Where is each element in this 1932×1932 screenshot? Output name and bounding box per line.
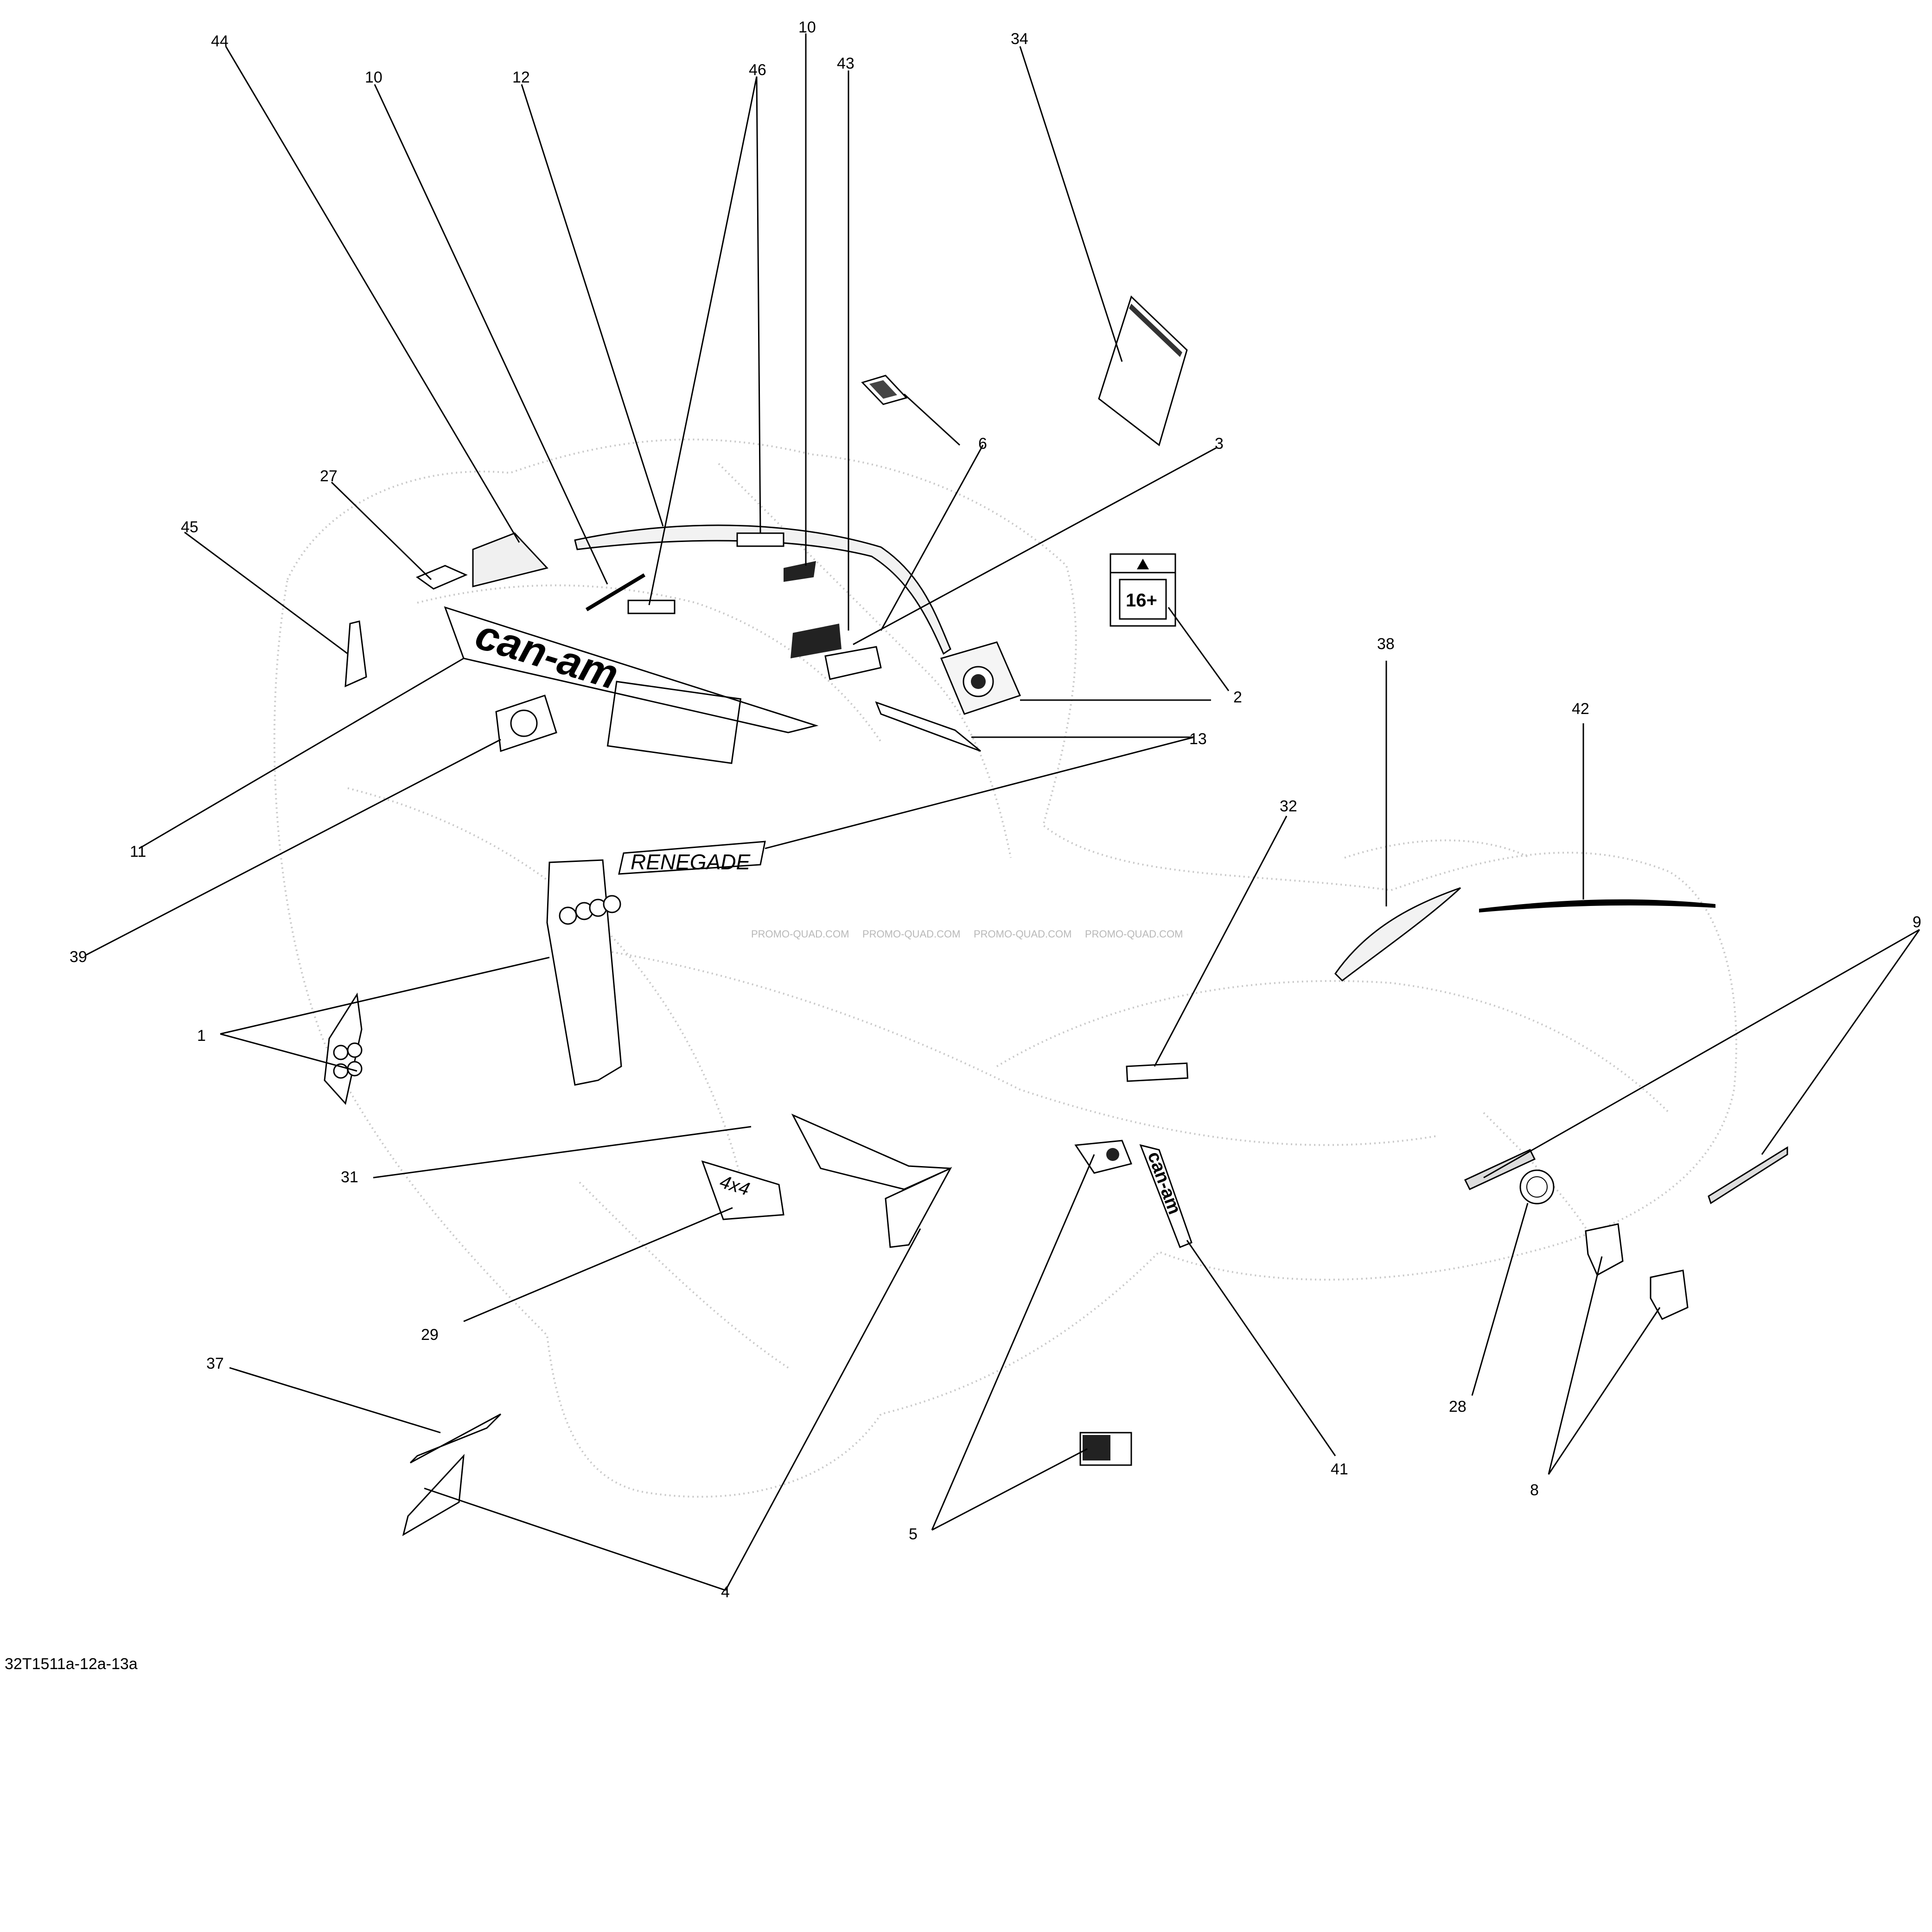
callout-15: 13 — [1189, 730, 1207, 748]
callout-42: 42 — [1572, 700, 1589, 718]
callout-29: 29 — [421, 1326, 439, 1344]
decal-28-badge — [1519, 1169, 1555, 1205]
callout-1: 1 — [197, 1027, 206, 1045]
watermark-4: PROMO-QUAD.COM — [1085, 928, 1183, 940]
decal-43 — [791, 624, 882, 680]
watermark-1: PROMO-QUAD.COM — [751, 928, 849, 940]
decal-37 — [409, 1413, 502, 1464]
decal-42 — [1479, 899, 1715, 912]
callout-6: 6 — [978, 435, 987, 453]
decal-45 — [472, 532, 548, 587]
callout-10: 10 — [798, 19, 816, 36]
decal-29-drive: 4x4 — [701, 1160, 784, 1220]
callout-9: 9 — [1913, 913, 1921, 931]
decal-41-brand-side: can-am — [1139, 1144, 1192, 1248]
callout-39: 39 — [70, 948, 87, 966]
decal-8-clip-1 — [1585, 1223, 1624, 1276]
decal-38 — [1334, 887, 1461, 982]
decal-4-side-lower — [402, 1454, 465, 1537]
decal-46 — [627, 532, 784, 614]
callout-37: 37 — [206, 1355, 224, 1372]
callout-13: 12 — [512, 69, 530, 86]
hood-panel — [606, 681, 742, 764]
callout-38: 38 — [1377, 635, 1395, 653]
decal-9-left — [1464, 1149, 1536, 1190]
decal-2-age-warning: 16+ — [1109, 553, 1176, 627]
watermark-3: PROMO-QUAD.COM — [974, 928, 1071, 940]
decal-32 — [1126, 1062, 1189, 1082]
callout-44: 45 — [181, 518, 198, 536]
callout-41: 41 — [1331, 1460, 1348, 1478]
callout-28: 28 — [1449, 1398, 1467, 1416]
age-text: 16+ — [1126, 590, 1157, 611]
leader-lines — [85, 33, 1920, 1591]
decal-15-model-name: RENEGADE — [618, 841, 766, 875]
decal-44 — [344, 620, 367, 688]
decal-5-lower — [1079, 1432, 1132, 1466]
brand-text-side: can-am — [1144, 1149, 1185, 1217]
callout-4: 4 — [721, 1583, 730, 1601]
callout-45: 44 — [211, 32, 229, 50]
callout-34: 34 — [1011, 30, 1028, 48]
decal-11-thin-stripe — [585, 573, 646, 612]
decal-34-warning-label — [1098, 295, 1188, 446]
decal-4-side-upper — [885, 1167, 952, 1248]
callout-32: 32 — [1280, 797, 1297, 815]
callout-5: 5 — [909, 1525, 918, 1543]
callout-46: 46 — [749, 61, 766, 79]
decal-27 — [415, 565, 468, 590]
drawing-id: 32T1511a-12a-13a — [5, 1655, 138, 1673]
decal-31-side-panel — [791, 1113, 951, 1190]
decal-1-info-large — [546, 859, 622, 1086]
decal-3-round-warning — [940, 641, 1021, 715]
decal-10 — [784, 561, 816, 582]
model-text: RENEGADE — [631, 850, 751, 874]
callout-31: 31 — [341, 1168, 358, 1186]
callout-8: 8 — [1530, 1481, 1539, 1499]
callout-11: 10 — [365, 69, 383, 86]
callout-27: 27 — [320, 467, 338, 485]
decal-15-fender-stripe — [875, 701, 981, 752]
decal-9-right — [1708, 1146, 1788, 1205]
callout-numbers: 44 10 12 46 10 43 34 6 3 27 45 2 13 11 3… — [70, 19, 1921, 1601]
callout-12: 11 — [130, 843, 146, 861]
decal-6-small-label — [861, 375, 908, 405]
brand-text-hood: can-am — [470, 611, 624, 698]
watermark-2: PROMO-QUAD.COM — [862, 928, 960, 940]
vehicle-frame-outline — [273, 438, 1737, 1498]
decal-39-gauge — [495, 695, 557, 752]
decal-5-upper — [1074, 1140, 1133, 1174]
callout-43: 43 — [837, 55, 854, 72]
callout-3: 3 — [1215, 435, 1224, 453]
callout-2: 2 — [1233, 689, 1242, 706]
decal-1-info-small — [324, 992, 363, 1105]
decal-8-clip-2 — [1650, 1269, 1689, 1320]
